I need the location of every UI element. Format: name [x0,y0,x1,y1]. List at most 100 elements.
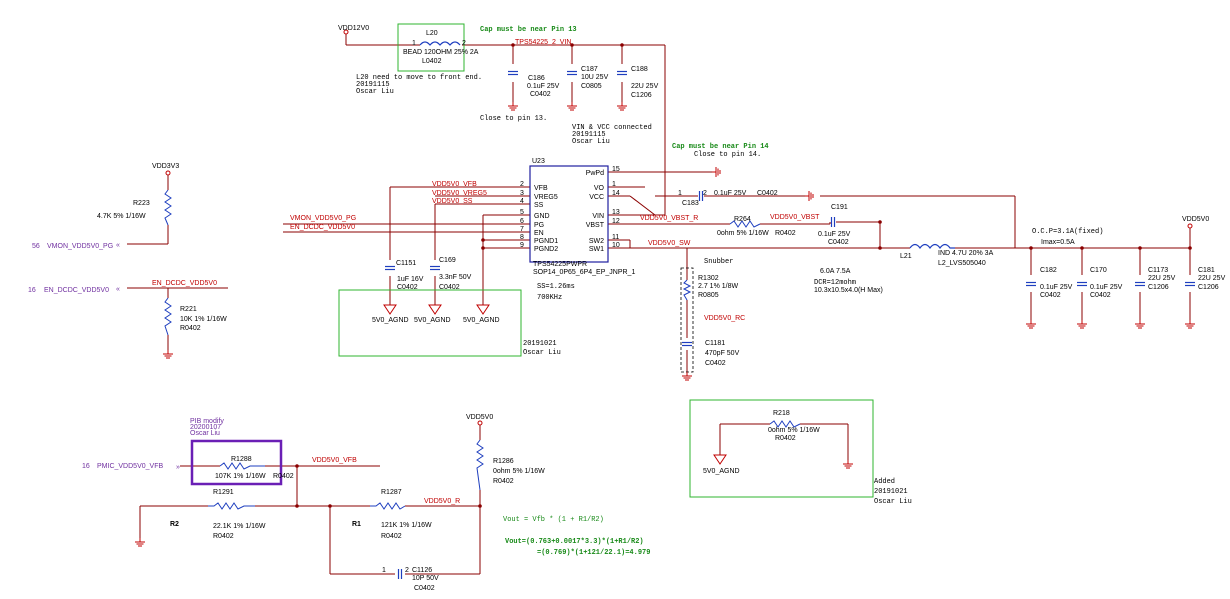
value-r1288: 107K 1% 1/16W [215,473,266,480]
pkg-c170: C0402 [1090,292,1111,299]
ref-c182: C182 [1040,267,1057,274]
ic-pin-name: VIN [592,213,604,220]
ic-pin-name: GND [534,213,550,220]
value-c186: 0.1uF 25V [527,83,560,90]
resistor-r1288-symbol [219,462,265,470]
pkg-r1291: R0402 [213,533,234,540]
note-close14: Close to pin 14. [694,151,761,159]
pkg-c186: C0402 [530,91,551,98]
note-pib-1: PIB modify [190,418,224,425]
label-r1: R1 [352,521,361,528]
value-c170: 0.1uF 25V [1090,284,1123,291]
ic-pin-number: 10 [612,242,620,249]
value-r221: 10K 1% 1/16W [180,316,227,323]
note-added-2: 20191021 [874,488,908,496]
ic-pin-number: 8 [520,234,524,241]
value-r1287: 121K 1% 1/16W [381,522,432,529]
net-vfb: VDD5V0_VFB [432,181,477,188]
value-l20: BEAD 120OHM 25% 2A [403,49,479,56]
power-label-vdd3v3: VDD3V3 [152,163,179,170]
ref-c188: C188 [631,66,648,73]
note-added-1: Added [874,478,895,486]
note-cap13: Cap must be near Pin 13 [480,26,577,34]
note-box1-date: 20191021 [523,340,557,348]
resistor-r264-symbol [729,220,761,228]
r1288-highlight-box [190,439,283,486]
value-c1173: 22U 25V [1148,275,1176,282]
ic-pin-name: VFB [534,185,548,192]
pin-num: 1 [678,190,682,197]
pkg-c191: C0402 [828,239,849,246]
ic-u23-body [529,165,609,263]
pkg-r1286: R0402 [493,478,514,485]
resistor-r1302-symbol [682,279,692,301]
ic-pin-number: 7 [520,226,524,233]
note-close13: Close to pin 13. [480,115,547,123]
net-pg: VMON_VDD5V0_PG [290,215,356,222]
port-en: EN_DCDC_VDD5V0 [44,287,109,294]
agnd-label: 5V0_AGND [372,317,409,324]
ref-r1286: R1286 [493,458,514,465]
pkg-l21: L2_LVS505040 [938,260,986,267]
resistor-r1291-symbol [208,502,255,510]
ground-icon [1025,319,1037,329]
net-en: EN_DCDC_VDD5V0 [290,224,355,231]
value-c169: 3.3nF 50V [439,274,472,281]
ground-icon [711,166,721,178]
cap-c170-symbol [1076,281,1088,287]
resistor-r218-symbol [769,420,801,428]
power-pin-icon [477,420,483,426]
ic-pin-name: PG [534,222,544,229]
ic-pin-number: 5 [520,209,524,216]
note-ind-size: 10.3x10.5x4.0(H Max) [814,287,883,294]
formula: Vout = Vfb * (1 + R1/R2) [503,516,604,524]
note-cap14: Cap must be near Pin 14 [672,143,769,151]
agnd-icon [476,304,490,315]
cap-c1181-symbol [681,341,693,347]
pkg-c188: C1206 [631,92,652,99]
power-label-vdd5v0-right: VDD5V0 [1182,216,1209,223]
power-pin-icon [165,170,171,176]
agnd-label: 5V0_AGND [703,468,740,475]
pkg-r1302: R0805 [698,292,719,299]
ground-icon [681,371,693,381]
note-l20-1: L20 need to move to front end. [356,74,482,82]
pkg-c1151: C0402 [397,284,418,291]
ic-pin-number: 6 [520,218,524,225]
pkg-l20: L0402 [422,58,442,65]
ic-pin-number: 13 [612,209,620,216]
ref-r223: R223 [133,200,150,207]
agnd-icon [383,304,397,315]
pkg-c187: C0805 [581,83,602,90]
pkg-r221: R0402 [180,325,201,332]
value-c191: 0.1uF 25V [818,231,851,238]
calc-line-2: =(0.769)*(1+121/22.1)=4.979 [537,549,650,557]
ground-icon [1076,319,1088,329]
ref-c170: C170 [1090,267,1107,274]
ground-icon [566,101,578,111]
note-ind-rating: 6.0A 7.5A [820,268,851,275]
ref-r221: R221 [180,306,197,313]
note-freq: 700KHz [537,294,562,302]
net-vbst: VDD5V0_VBST [770,214,820,221]
power-pin-icon [1187,223,1193,229]
ic-pin-number: 3 [520,190,524,197]
note-vin-3: Oscar Liu [572,138,610,146]
cap-c1126-symbol [397,568,403,580]
ic-pkg: SOP14_0P65_6P4_EP_JNPR_1 [533,269,635,276]
ic-pin-number: 4 [520,198,524,205]
resistor-r1286-symbol [476,439,484,491]
port-pg: VMON_VDD5V0_PG [47,243,113,250]
port-vfb: PMIC_VDD5V0_VFB [97,463,163,470]
ic-pin-number: 2 [520,181,524,188]
ref-r264: R264 [734,216,751,223]
resistor-r221-symbol [164,297,172,336]
pkg-c1126: C0402 [414,585,435,592]
net-en-left: EN_DCDC_VDD5V0 [152,280,217,287]
cap-c1173-symbol [1134,281,1146,287]
ic-pin-name: SW2 [589,238,604,245]
net-r: VDD5V0_R [424,498,460,505]
port-arrow-icon: « [116,286,120,293]
ground-icon [616,101,628,111]
note-ss: SS=1.26ms [537,283,575,291]
